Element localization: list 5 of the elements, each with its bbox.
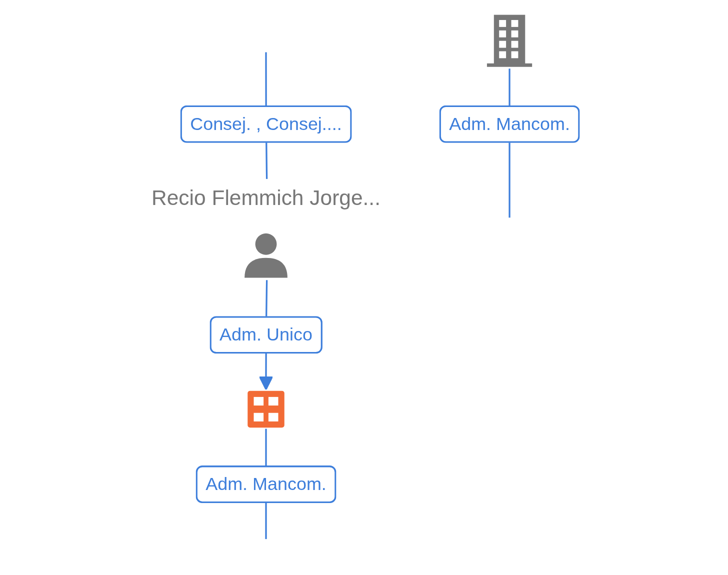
edge-label: Adm. Mancom.	[449, 114, 570, 134]
node-picture	[246, 390, 286, 429]
edge-label: Consej. , Consej....	[190, 114, 342, 134]
edge-label: Adm. Unico	[220, 324, 312, 344]
edge-label: Adm. Mancom.	[206, 474, 326, 494]
